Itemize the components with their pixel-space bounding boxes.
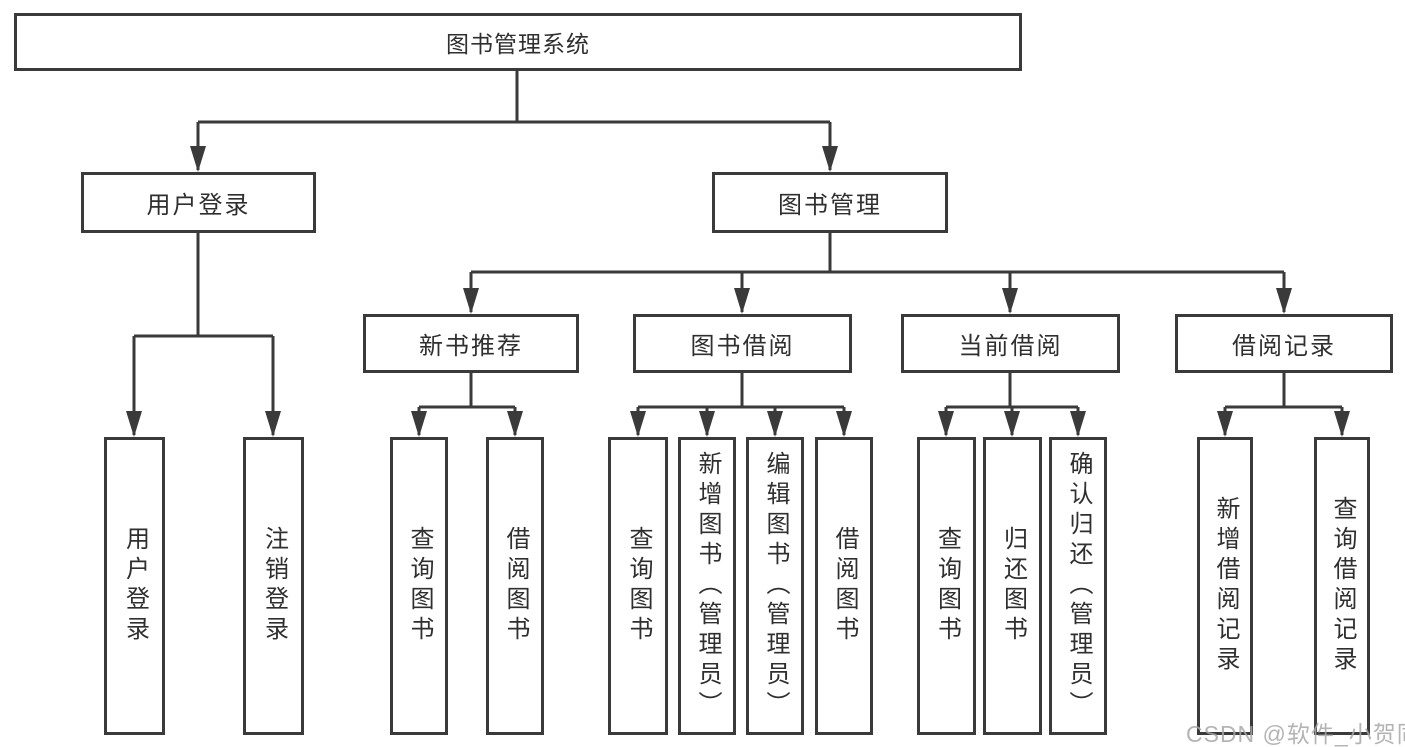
node-root: 图书管理系统 — [14, 13, 1022, 71]
node-book-management: 图书管理 — [712, 172, 948, 233]
leaf-add-book-admin: 新增图书（管理员） — [678, 437, 736, 735]
leaf-add-borrow-record: 新增借阅记录 — [1197, 437, 1253, 735]
arrowheads — [126, 146, 1350, 437]
leaf-query-books-current: 查询图书 — [917, 437, 976, 735]
leaf-query-borrow-record: 查询借阅记录 — [1314, 437, 1370, 735]
node-borrowing-records: 借阅记录 — [1175, 314, 1393, 373]
leaf-logout: 注销登录 — [243, 437, 304, 735]
leaf-borrow-books-recommend: 借阅图书 — [486, 437, 544, 735]
watermark: CSDN @软件_小贺同学 — [1186, 721, 1405, 747]
node-user-login: 用户登录 — [81, 172, 316, 233]
edges — [132, 71, 1344, 435]
leaf-user-login: 用户登录 — [104, 437, 165, 735]
node-book-borrowing: 图书借阅 — [633, 314, 852, 373]
node-current-borrowing: 当前借阅 — [901, 314, 1120, 373]
leaf-borrow-books: 借阅图书 — [815, 437, 873, 735]
leaf-return-books: 归还图书 — [983, 437, 1042, 735]
leaf-query-books-recommend: 查询图书 — [390, 437, 448, 735]
node-new-book-recommendation: 新书推荐 — [363, 314, 579, 373]
leaf-edit-book-admin: 编辑图书（管理员） — [746, 437, 804, 735]
leaf-query-books-borrowing: 查询图书 — [608, 437, 668, 735]
leaf-confirm-return-admin: 确认归还（管理员） — [1049, 437, 1107, 735]
